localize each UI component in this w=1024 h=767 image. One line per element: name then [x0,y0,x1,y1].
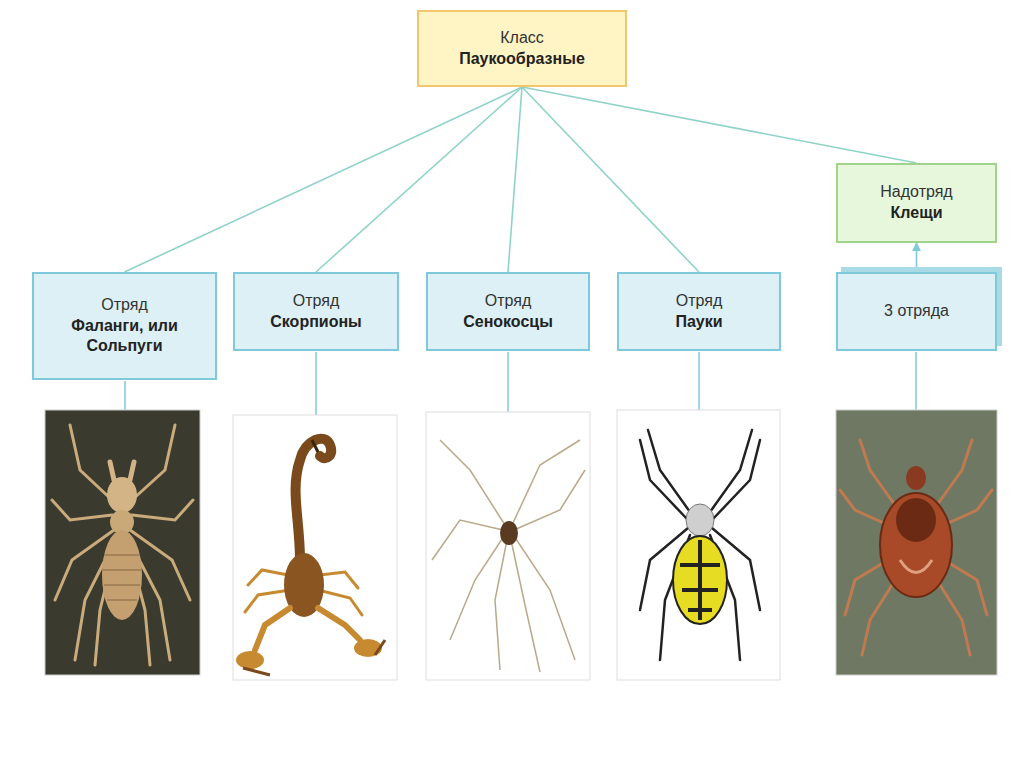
order-box: ОтрядПауки [617,272,781,351]
solpuga-picture [45,410,200,675]
rank-label: Отряд [485,291,532,312]
rank-label: Отряд [293,291,340,312]
taxon-name: Скорпионы [270,312,362,333]
rank-label: Отряд [676,291,723,312]
class-box: КлассПаукообразные [417,10,627,87]
harvestman-picture [426,412,590,680]
hierarchy-line [522,87,917,163]
order-box: ОтрядСкорпионы [233,272,399,351]
rank-label: Класс [500,28,544,49]
taxon-name: Фаланги, или Сольпуги [34,316,215,358]
hierarchy-line [316,87,522,272]
rank-label: Надотряд [880,182,952,203]
spider-picture [617,410,780,680]
taxon-name: Клещи [891,203,943,224]
order-box: ОтрядСенокосцы [426,272,590,351]
superorder-box: НадотрядКлещи [836,163,997,243]
taxon-name: Пауки [675,312,722,333]
hierarchy-line [508,87,522,272]
orders-box: 3 отряда [836,272,997,351]
taxon-name: Сенокосцы [463,312,553,333]
hierarchy-line [125,87,523,272]
hierarchy-line [522,87,699,272]
taxon-name: Паукообразные [459,49,585,70]
leader-lines [125,352,916,415]
scorpion-picture [233,415,397,680]
rank-label: Отряд [101,295,148,316]
hierarchy-arrow [916,243,918,272]
taxon-name: 3 отряда [884,301,949,322]
tick-picture [836,410,997,675]
order-box: ОтрядФаланги, или Сольпуги [32,272,217,380]
